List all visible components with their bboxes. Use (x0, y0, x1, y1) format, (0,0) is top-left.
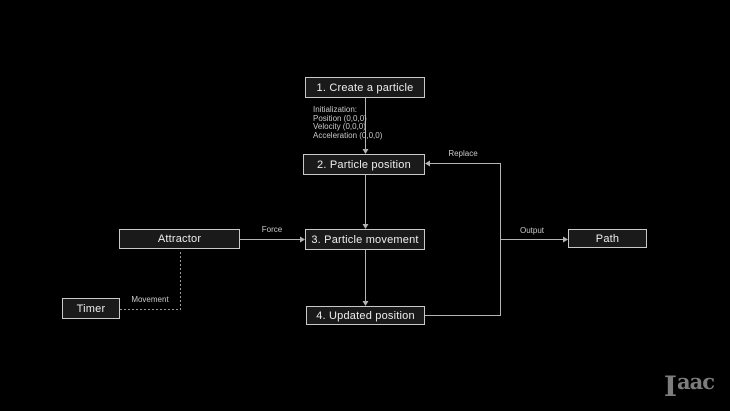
node-attractor: Attractor (119, 229, 240, 249)
initialization-note-line: Initialization: (313, 105, 358, 114)
initialization-note-line: Velocity (0,0,0) (313, 122, 366, 131)
node-particle-position-label: 2. Particle position (317, 158, 411, 171)
initialization-note-line: Acceleration (0,0,0) (313, 130, 383, 140)
edge-updated-to-position-feedback (425, 163, 501, 316)
node-path-label: Path (595, 232, 620, 245)
edge-create-to-position-arrow (362, 149, 369, 154)
node-create-particle: 1. Create a particle (305, 77, 425, 98)
node-attractor-label: Attractor (157, 233, 202, 245)
initialization-note: Initialization: Position (0,0,0) Velocit… (313, 105, 383, 140)
edge-output-to-path-arrow (563, 236, 568, 243)
edge-label-output: Output (519, 226, 544, 235)
iaac-logo: Iaac (663, 369, 715, 403)
edge-position-to-movement-arrow (362, 224, 369, 229)
node-updated-position: 4. Updated position (306, 306, 425, 325)
edge-label-replace: Replace (448, 149, 478, 158)
iaac-logo-initial: I (663, 370, 677, 403)
node-timer-label: Timer (76, 302, 106, 315)
node-create-particle-label: 1. Create a particle (316, 81, 414, 94)
node-path: Path (568, 229, 647, 248)
node-particle-position: 2. Particle position (303, 154, 425, 175)
edge-updated-to-position-arrow (425, 160, 430, 167)
edge-label-force: Force (261, 225, 283, 234)
node-particle-movement-label: 3. Particle movement (311, 233, 419, 246)
initialization-note-line: Position (0,0,0) (313, 113, 367, 123)
edge-timer-to-attractor-dotted (120, 250, 181, 310)
node-particle-movement: 3. Particle movement (305, 229, 425, 250)
iaac-logo-rest: aac (676, 369, 715, 394)
edge-attractor-to-movement-arrow (300, 236, 305, 243)
edge-label-movement: Movement (131, 295, 169, 304)
edge-movement-to-updated-arrow (362, 301, 369, 306)
node-updated-position-label: 4. Updated position (316, 309, 415, 322)
node-timer: Timer (62, 298, 120, 319)
